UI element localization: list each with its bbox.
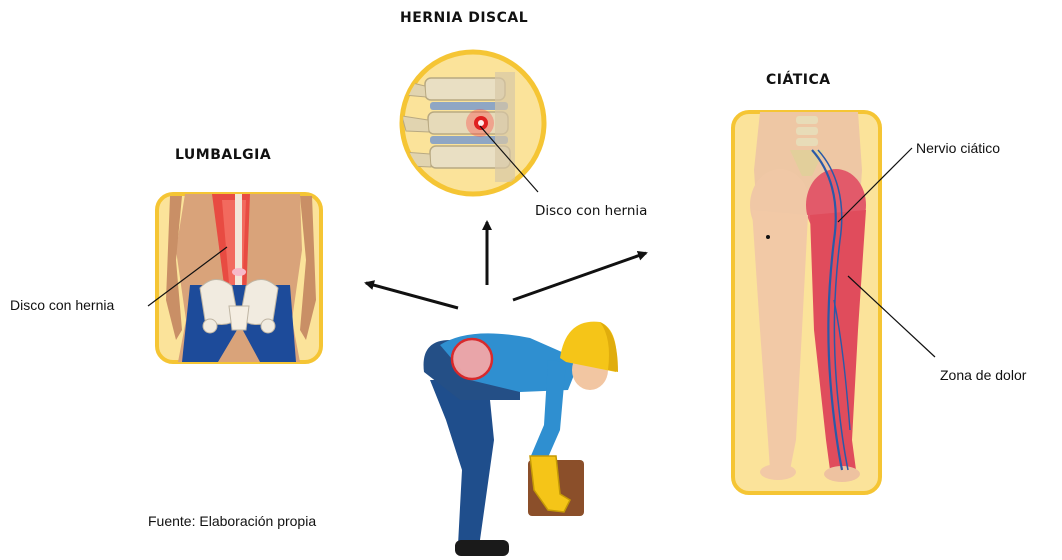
worker-illustration: [424, 322, 618, 556]
arrow-to-ciatica: [513, 253, 646, 300]
arrows: [366, 222, 646, 308]
ciatica-illustration: [733, 112, 935, 493]
lumbalgia-illustration: [148, 194, 321, 362]
hernia-discal-illustration: [400, 52, 544, 194]
arrow-to-lumbalgia: [366, 283, 458, 308]
